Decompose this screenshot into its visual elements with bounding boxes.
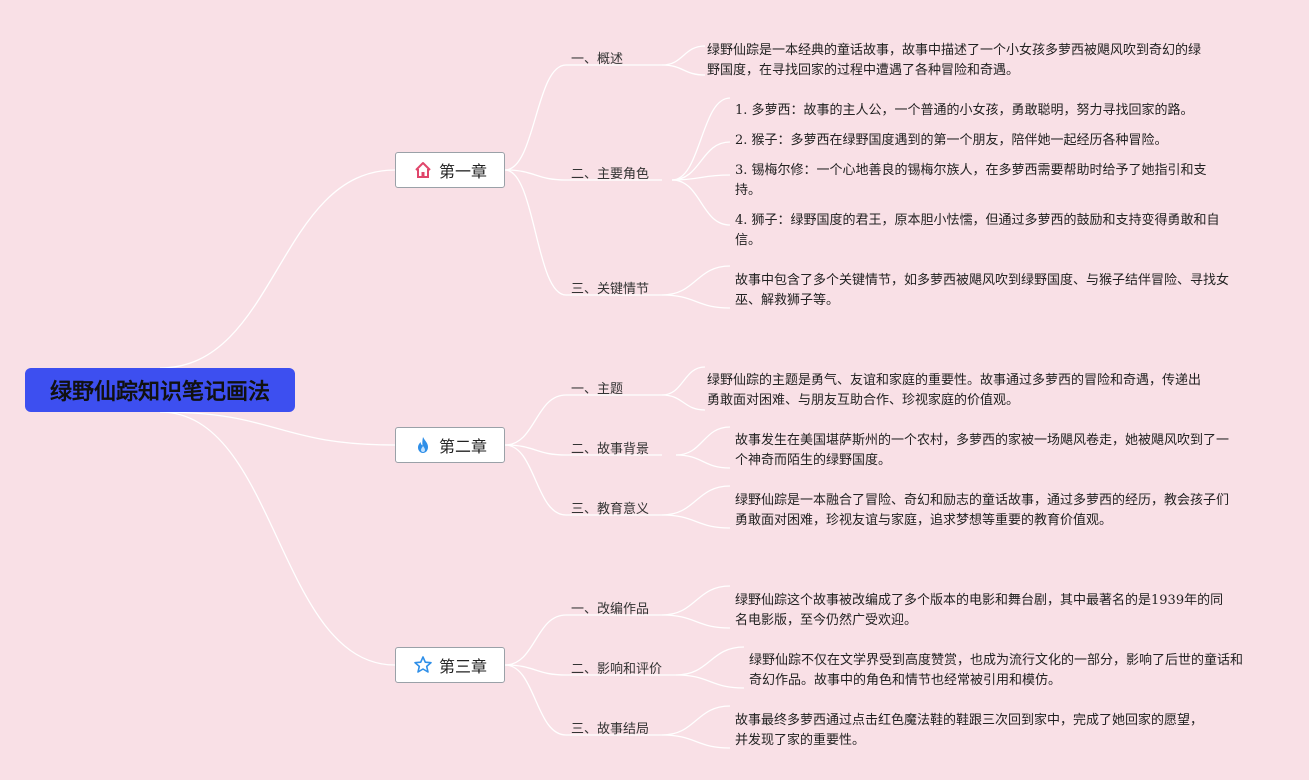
connector-leaf-8 (661, 294, 731, 309)
connector-leaf-6 (671, 179, 731, 226)
connector-root-ch2 (159, 411, 396, 446)
leaf-background: 故事发生在美国堪萨斯州的一个农村，多萝西的家被一场飓风卷走，她被飓风吹到了一个神… (735, 433, 1230, 468)
leaf-character-1: 1. 多萝西：故事的主人公，一个普通的小女孩，勇敢聪明，努力寻找回家的路。 (735, 103, 1194, 118)
root-node[interactable]: 绿野仙踪知识笔记画法 (25, 368, 295, 412)
leaf-character-4: 4. 狮子：绿野国度的君王，原本胆小怯懦，但通过多萝西的鼓励和支持变得勇敢和自信… (735, 213, 1220, 248)
connector-leaf-3 (671, 97, 731, 181)
leaf-theme: 绿野仙踪的主题是勇气、友谊和家庭的重要性。故事通过多萝西的冒险和奇遇，传递出勇敢… (707, 373, 1202, 408)
chapter-node-1[interactable]: 第一章 (395, 152, 505, 188)
leaf-influence: 绿野仙踪不仅在文学界受到高度赞赏，也成为流行文化的一部分，影响了后世的童话和奇幻… (749, 653, 1244, 688)
section-background[interactable]: 二、故事背景 (571, 442, 650, 457)
section-educational-meaning[interactable]: 三、教育意义 (571, 502, 650, 517)
connector-leaf-17 (675, 646, 745, 676)
house-icon (413, 160, 433, 180)
section-theme[interactable]: 一、主题 (571, 382, 624, 397)
chapter-node-2[interactable]: 第二章 (395, 427, 505, 463)
connector-ch2-sec1 (504, 394, 567, 446)
connector-ch3-sec2 (504, 664, 567, 676)
connector-ch1-sec2 (504, 169, 567, 181)
star-icon (413, 655, 433, 675)
connector-leaf-13 (661, 485, 731, 516)
connector-ch2-sec2 (504, 444, 567, 456)
connector-ch3-sec3 (504, 664, 567, 736)
leaf-overview: 绿野仙踪是一本经典的童话故事，故事中描述了一个小女孩多萝西被飓风吹到奇幻的绿野国… (707, 43, 1202, 78)
connector-leaf-12 (675, 454, 731, 469)
leaf-key-plot: 故事中包含了多个关键情节，如多萝西被飓风吹到绿野国度、与猴子结伴冒险、寻找女巫、… (735, 273, 1230, 308)
section-key-plot[interactable]: 三、关键情节 (571, 282, 650, 297)
connector-ch3-sec1 (504, 614, 567, 666)
section-overview[interactable]: 一、概述 (571, 52, 624, 67)
connector-leaf-5 (671, 174, 731, 181)
section-influence[interactable]: 二、影响和评价 (571, 662, 663, 677)
leaf-educational-meaning: 绿野仙踪是一本融合了冒险、奇幻和励志的童话故事，通过多萝西的经历，教会孩子们勇敢… (735, 493, 1230, 528)
connector-leaf-1 (661, 45, 706, 66)
leaf-character-3: 3. 锡梅尔修：一个心地善良的锡梅尔族人，在多萝西需要帮助时给予了她指引和支持。 (735, 163, 1207, 198)
connector-leaf-9 (661, 366, 706, 396)
connector-leaf-18 (675, 674, 745, 689)
connector-leaf-20 (661, 734, 731, 749)
leaf-ending: 故事最终多萝西通过点击红色魔法鞋的鞋跟三次回到家中，完成了她回家的愿望，并发现了… (735, 713, 1204, 748)
chapter-title: 第三章 (438, 657, 487, 676)
connector-root-ch1 (159, 169, 396, 369)
chapter-node-3[interactable]: 第三章 (395, 647, 505, 683)
connector-leaf-7 (661, 265, 731, 296)
connector-leaf-16 (661, 614, 731, 629)
connector-leaf-19 (661, 705, 731, 736)
connector-ch2-sec3 (504, 444, 567, 516)
section-main-characters[interactable]: 二、主要角色 (571, 167, 650, 182)
connector-leaf-11 (675, 426, 731, 456)
chapter-title: 第二章 (438, 437, 487, 456)
leaf-character-2: 2. 猴子：多萝西在绿野国度遇到的第一个朋友，陪伴她一起经历各种冒险。 (735, 133, 1168, 148)
chapter-title: 第一章 (438, 162, 487, 181)
section-ending[interactable]: 三、故事结局 (571, 722, 650, 737)
flame-icon (413, 435, 433, 455)
connector-leaf-15 (661, 585, 731, 616)
connector-leaf-2 (661, 64, 706, 76)
connector-root-ch3 (159, 411, 396, 666)
connector-leaf-4 (671, 141, 731, 181)
leaf-adaptations: 绿野仙踪这个故事被改编成了多个版本的电影和舞台剧，其中最著名的是1939年的同名… (735, 593, 1224, 628)
connector-ch1-sec3 (504, 169, 567, 296)
section-adaptations[interactable]: 一、改编作品 (571, 602, 650, 617)
connector-ch1-sec1 (504, 64, 567, 171)
root-title: 绿野仙踪知识笔记画法 (49, 380, 270, 405)
connector-leaf-14 (661, 514, 731, 529)
connector-leaf-10 (661, 394, 706, 411)
